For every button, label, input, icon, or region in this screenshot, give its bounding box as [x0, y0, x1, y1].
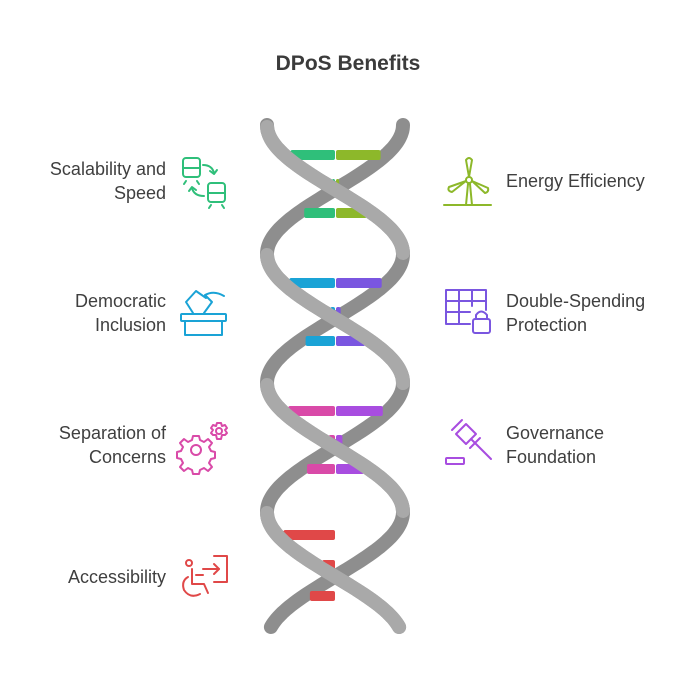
- gavel-icon: [445, 419, 492, 465]
- helix-front-strand: [260, 120, 410, 634]
- rung-left-3-2: [309, 591, 335, 601]
- label-double-spending-protection: Double-Spending Protection: [506, 291, 646, 335]
- gears-icon: [176, 422, 228, 475]
- helix-front-b-0: [260, 120, 410, 260]
- rung-left-3-0: [283, 530, 335, 540]
- rung-right-2-0: [336, 406, 383, 416]
- label-accessibility: Accessibility: [67, 567, 166, 587]
- rung-left-1-0: [289, 278, 335, 288]
- wind-turbine-icon: [443, 157, 492, 206]
- label-scalability-and-speed: Scalability and Speed: [49, 159, 166, 203]
- accessibility-exit-icon: [182, 555, 228, 597]
- helix-front-b-1: [260, 378, 410, 518]
- ledger-lock-icon: [445, 289, 491, 334]
- rung-left-2-2: [307, 464, 335, 474]
- label-separation-of-concerns: Separation of Concerns: [58, 423, 166, 467]
- label-democratic-inclusion: Democratic Inclusion: [74, 291, 166, 335]
- rung-left-1-2: [305, 336, 335, 346]
- trains-exchange-icon: [182, 157, 226, 209]
- helix-front-a-2: [260, 506, 407, 634]
- rung-left-0-0: [290, 150, 335, 160]
- rung-left-2-0: [288, 406, 335, 416]
- helix-front-a-1: [260, 248, 410, 390]
- label-energy-efficiency: Energy Efficiency: [506, 171, 645, 191]
- ballot-box-icon: [180, 290, 227, 336]
- rung-right-1-0: [336, 278, 382, 288]
- label-governance-foundation: Governance Foundation: [506, 423, 605, 467]
- rung-right-0-0: [336, 150, 381, 160]
- rung-left-0-2: [304, 208, 335, 218]
- page-title: DPoS Benefits: [275, 52, 421, 75]
